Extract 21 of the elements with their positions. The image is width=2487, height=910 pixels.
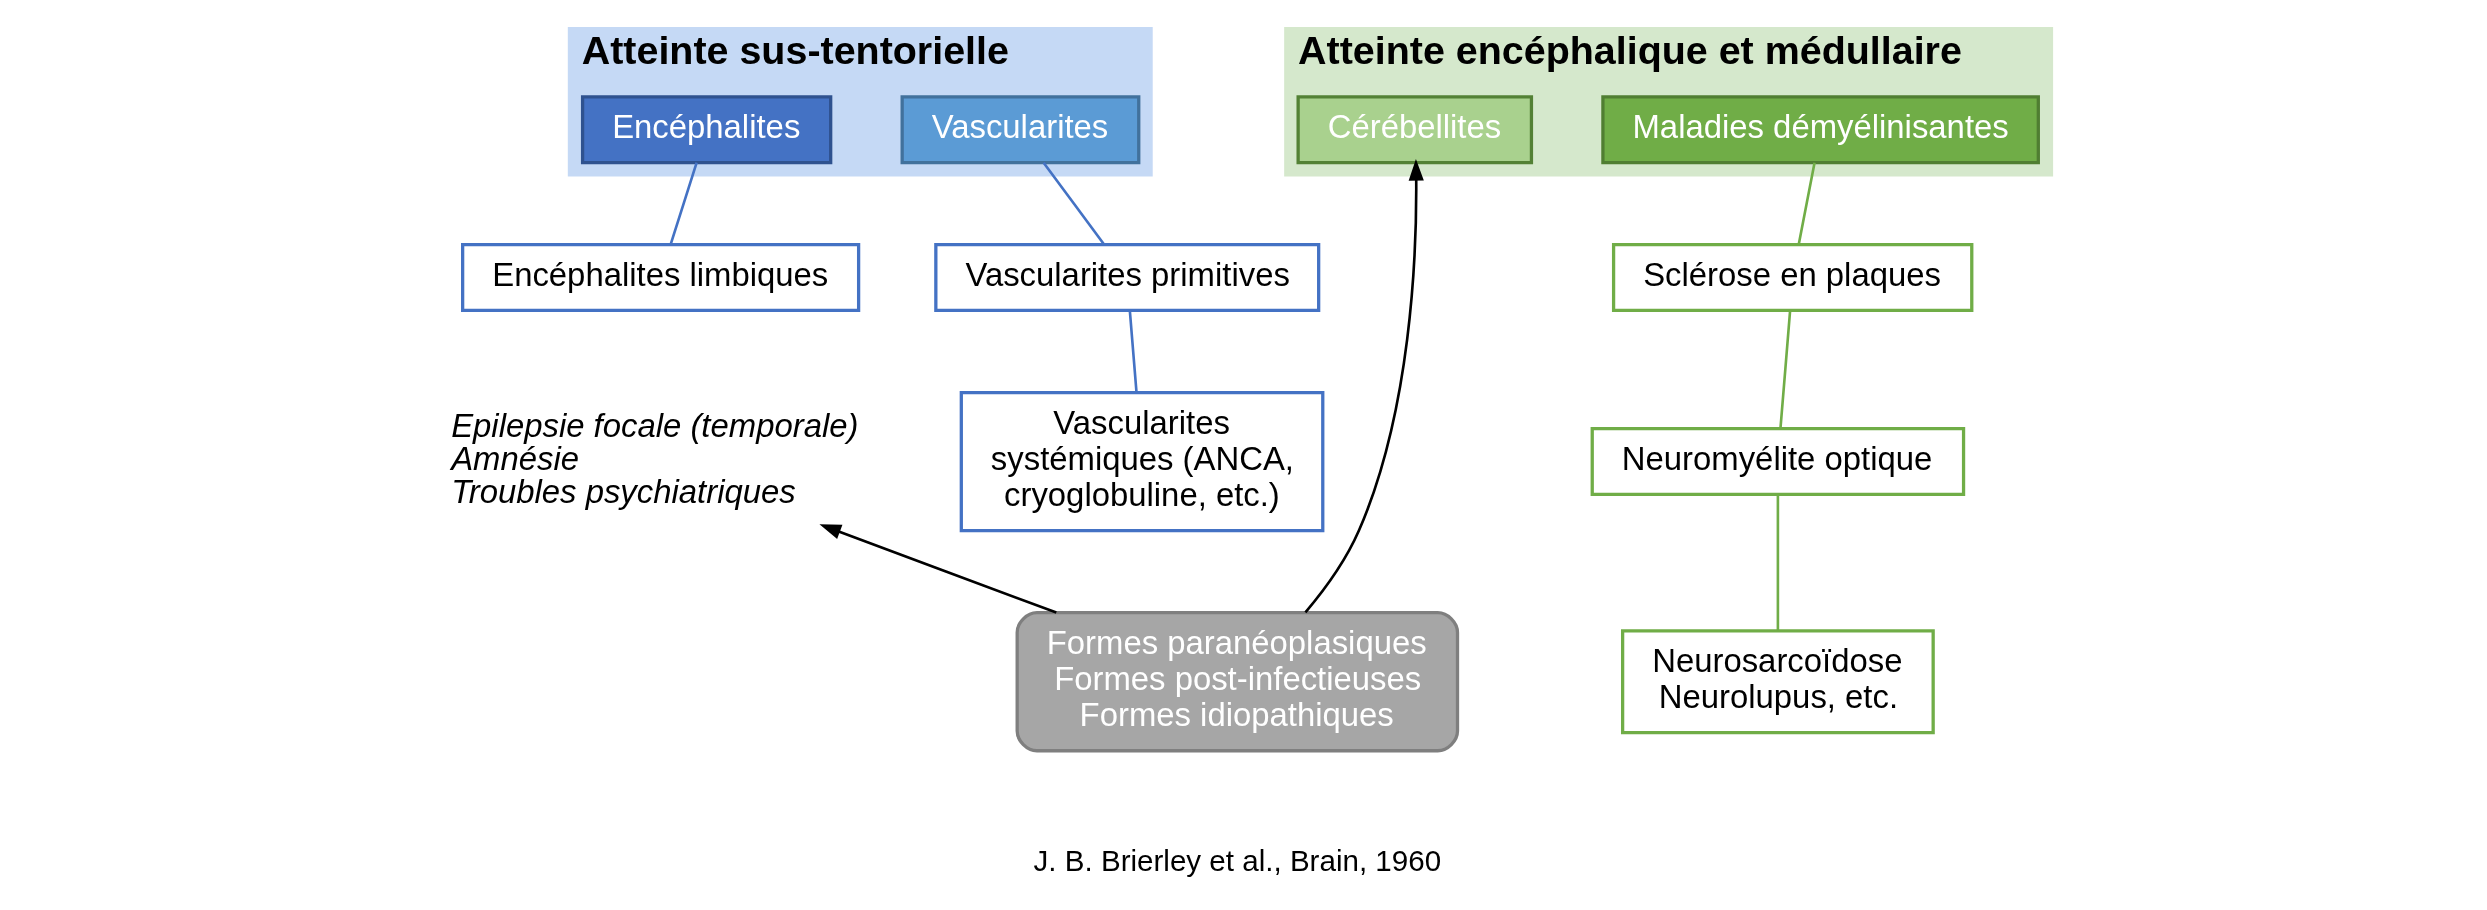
label: J. B. Brierley et al., Brain, 1960 (1033, 844, 1442, 878)
node-box: Vascularites systémiques (ANCA, cryoglobuline, etc.) (959, 390, 1325, 533)
node-box: Vascularites primitives (934, 243, 1321, 313)
node-box: Sclérose en plaques (1611, 243, 1974, 313)
connector (1797, 162, 1816, 245)
node-box: Neuromyélite optique (1590, 427, 1966, 497)
arrow (819, 524, 1057, 614)
node-box: Cérébellites (1296, 95, 1534, 165)
connector (1776, 494, 1780, 631)
node-text: Epilepsie focale (temporale) Amnésie Troubles psychiatriques (451, 406, 859, 510)
node-box: Neurosarcoïdose Neurolupus, etc. (1621, 629, 1935, 735)
node-box: Encéphalites limbiques (461, 243, 861, 313)
connector (669, 162, 698, 245)
node-box: Maladies démyélinisantes (1601, 95, 2040, 165)
node-box: Encéphalites (580, 95, 833, 165)
connector (1779, 310, 1792, 429)
node-box: Formes paranéoplasiques Formes post-infectieuses Formes idiopathiques (1015, 611, 1460, 753)
connector (1042, 161, 1106, 246)
node-box: Vascularites (900, 95, 1141, 165)
connector (1128, 310, 1138, 393)
arrow (1304, 158, 1424, 614)
